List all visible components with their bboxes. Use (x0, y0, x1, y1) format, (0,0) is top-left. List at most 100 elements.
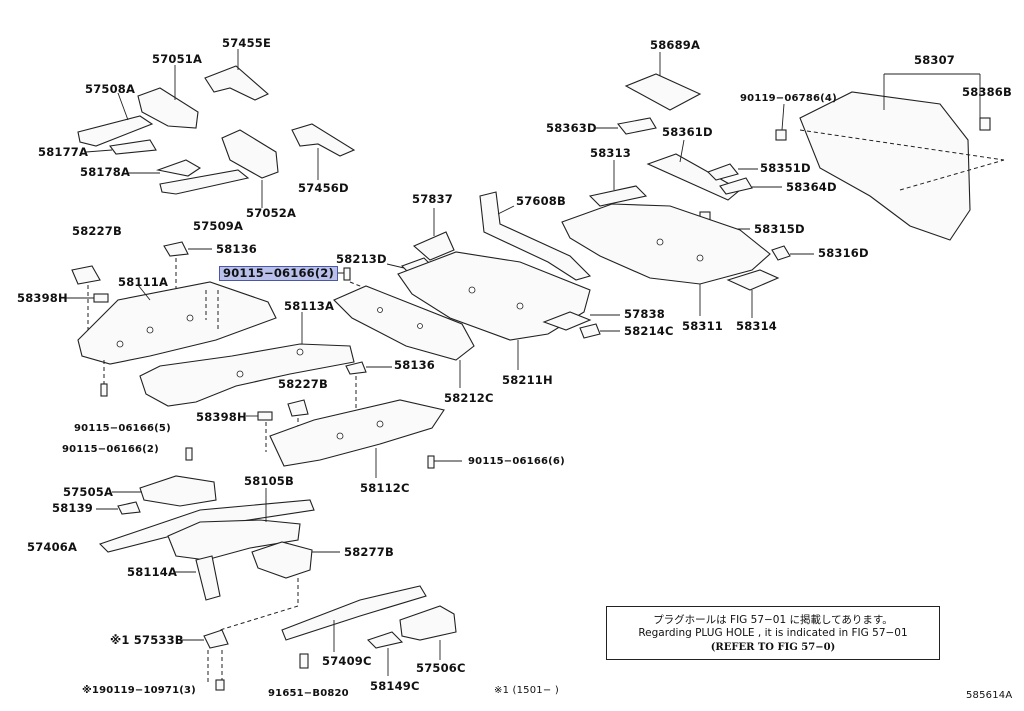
label-58307[interactable]: 58307 (914, 53, 956, 67)
part-58114A-shape (174, 555, 221, 601)
part-57052A-shape (221, 129, 279, 208)
label-58363D[interactable]: 58363D (546, 121, 597, 135)
note-line-english: Regarding PLUG HOLE , it is indicated in… (638, 627, 908, 639)
part-58277B-shape (219, 541, 340, 631)
part-58316D-shape (771, 245, 814, 261)
label-58315D[interactable]: 58315D (754, 222, 805, 236)
label-58316D[interactable]: 58316D (818, 246, 869, 260)
label-58177A[interactable]: 58177A (38, 145, 89, 159)
label-58136-top[interactable]: 58136 (216, 242, 258, 256)
part-57456D-shape (291, 123, 356, 180)
label-57837[interactable]: 57837 (412, 192, 454, 206)
label-58689A[interactable]: 58689A (650, 38, 701, 52)
label-90115-06166-2-bottom[interactable]: 90115−06166(2) (62, 444, 159, 455)
figure-id: 585614A (966, 690, 1013, 701)
part-58386B-shape (979, 117, 991, 131)
part-58113A-shape (139, 312, 355, 407)
label-58313[interactable]: 58313 (590, 146, 632, 160)
part-bolt-91651 (299, 653, 309, 669)
part-57837-shape (412, 208, 455, 261)
part-58363D-shape (596, 117, 657, 135)
label-58361D[interactable]: 58361D (662, 125, 713, 139)
label-57508A[interactable]: 57508A (85, 82, 136, 96)
label-57533B[interactable]: ※1 57533B (110, 633, 184, 647)
label-90115-06166-2-highlighted[interactable]: 90115−06166(2) (219, 266, 338, 281)
label-90119-06786-4[interactable]: 90119−06786(4) (740, 93, 837, 104)
label-58277B[interactable]: 58277B (344, 545, 394, 559)
label-90115-06166-5[interactable]: 90115−06166(5) (74, 423, 171, 434)
part-bolt-90115-2-bottom (185, 447, 193, 461)
label-58178A[interactable]: 58178A (80, 165, 131, 179)
label-57406A[interactable]: 57406A (27, 540, 78, 554)
part-58398H-mid-shape (246, 411, 273, 452)
part-58314-shape (726, 269, 780, 318)
label-57051A[interactable]: 57051A (152, 52, 203, 66)
part-57051A-shape (137, 65, 199, 129)
note-line-japanese: プラグホールは FIG 57−01 に掲載してあります。 (653, 614, 893, 626)
label-91651-B0820[interactable]: 91651−B0820 (268, 688, 349, 699)
part-58212C-shape (333, 285, 475, 388)
label-58227B-top[interactable]: 58227B (72, 224, 122, 238)
part-57533B-shape (182, 629, 229, 684)
part-58227B-top-shape (71, 265, 101, 330)
part-bolt-90119-3 (215, 679, 225, 691)
part-57506C-shape (399, 605, 457, 660)
label-58136-mid[interactable]: 58136 (394, 358, 436, 372)
part-57505A-shape (112, 475, 217, 507)
label-58113A[interactable]: 58113A (284, 299, 335, 313)
label-58114A[interactable]: 58114A (127, 565, 178, 579)
part-58178A-shape (128, 159, 250, 195)
label-57608B[interactable]: 57608B (516, 194, 566, 208)
label-58314[interactable]: 58314 (736, 319, 778, 333)
label-90115-06166-6[interactable]: 90115−06166(6) (468, 456, 565, 467)
note-line-reference: (REFER TO FIG 57−0) (710, 642, 836, 653)
label-57505A[interactable]: 57505A (63, 485, 114, 499)
part-58149C-shape (366, 631, 404, 676)
label-57456D[interactable]: 57456D (298, 181, 349, 195)
part-58111A-shape (77, 281, 277, 384)
label-57052A[interactable]: 57052A (246, 206, 297, 220)
part-bolt-90115-6 (427, 455, 462, 469)
part-57508A-shape (77, 92, 154, 147)
label-58211H[interactable]: 58211H (502, 373, 553, 387)
part-57838-shape (542, 311, 620, 331)
label-58149C[interactable]: 58149C (370, 679, 420, 693)
label-58311[interactable]: 58311 (682, 319, 724, 333)
footnote-period: ※1 (1501− ) (494, 685, 559, 696)
label-57455E[interactable]: 57455E (222, 36, 272, 50)
label-58213D[interactable]: 58213D (336, 252, 387, 266)
label-58214C[interactable]: 58214C (624, 324, 674, 338)
label-58364D[interactable]: 58364D (786, 180, 837, 194)
part-58313-shape (588, 160, 648, 207)
part-57455E-shape (204, 49, 270, 101)
label-58112C[interactable]: 58112C (360, 481, 410, 495)
part-bolt-90119-4 (775, 103, 787, 141)
label-58227B-mid[interactable]: 58227B (278, 377, 328, 391)
plug-hole-note-box: プラグホールは FIG 57−01 に掲載してあります。 Regarding P… (606, 606, 940, 660)
label-58111A[interactable]: 58111A (118, 275, 169, 289)
label-57838[interactable]: 57838 (624, 307, 666, 321)
part-58689A-shape (624, 52, 702, 111)
part-58214C-shape (579, 323, 620, 339)
label-57409C[interactable]: 57409C (322, 654, 372, 668)
label-58351D[interactable]: 58351D (760, 161, 811, 175)
part-58112C-shape (269, 399, 445, 478)
label-58398H-top[interactable]: 58398H (17, 291, 68, 305)
part-58364D-shape (719, 177, 782, 195)
label-57506C[interactable]: 57506C (416, 661, 466, 675)
label-57509A[interactable]: 57509A (193, 219, 244, 233)
label-58105B[interactable]: 58105B (244, 474, 294, 488)
part-58136-mid-shape (345, 361, 392, 420)
part-58398H-top-shape (66, 293, 109, 303)
label-58139[interactable]: 58139 (52, 501, 94, 515)
label-90119-10971-3[interactable]: ※190119−10971(3) (82, 685, 196, 696)
label-58398H-mid[interactable]: 58398H (196, 410, 247, 424)
part-58139-shape (96, 501, 141, 515)
label-58212C[interactable]: 58212C (444, 391, 494, 405)
part-57608B-shape (479, 191, 592, 281)
part-58136-top-shape (163, 241, 212, 300)
part-58177A-shape (85, 139, 157, 155)
label-58386B[interactable]: 58386B (962, 85, 1012, 99)
